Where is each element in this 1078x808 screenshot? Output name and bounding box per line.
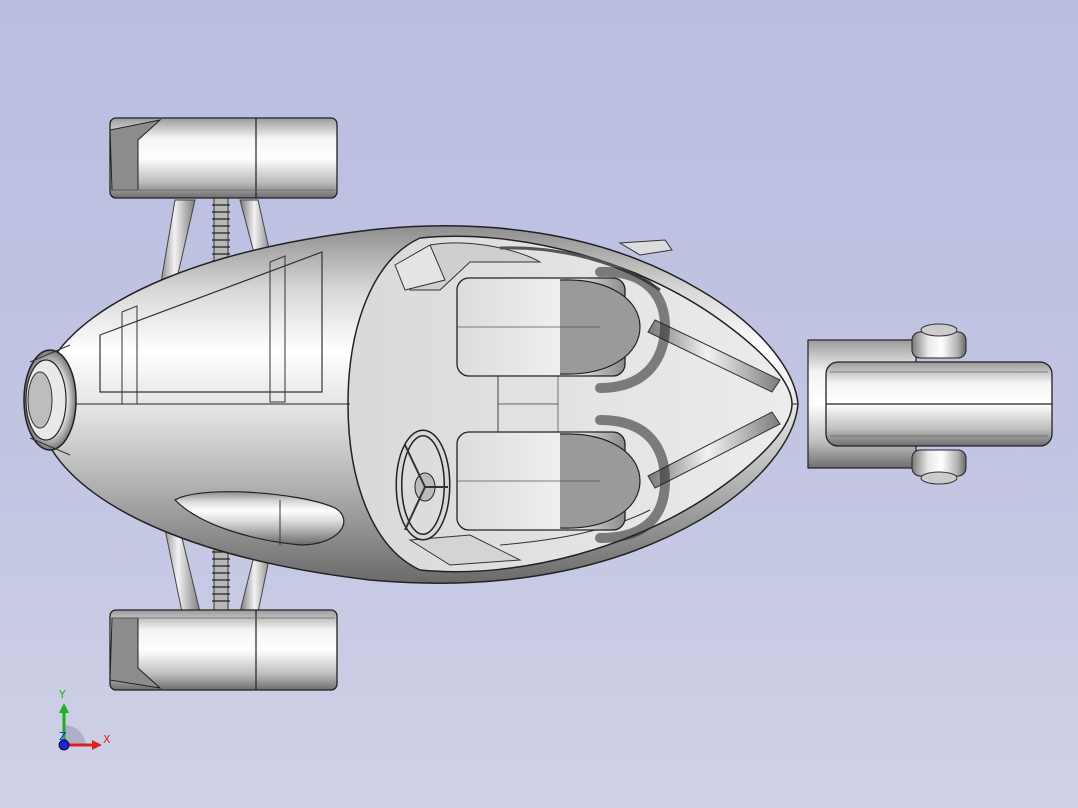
seat-left[interactable] (456, 266, 671, 393)
coordinate-triad (58, 703, 102, 751)
intake-nose[interactable] (23, 344, 77, 456)
triad-x-label: X (103, 733, 111, 746)
rear-wheel[interactable] (825, 361, 1053, 447)
triad-z-label: Z (59, 730, 67, 743)
suspension-top[interactable] (157, 195, 273, 301)
z-axis-icon (58, 739, 70, 751)
front-wheel-right[interactable] (109, 609, 338, 691)
steering-wheel[interactable] (395, 429, 451, 541)
triad-y-label: Y (59, 688, 66, 701)
triad-plane-icon (64, 724, 86, 745)
seat-right[interactable] (456, 415, 671, 543)
front-wheel-left[interactable] (109, 117, 338, 199)
roll-bars (499, 246, 781, 489)
